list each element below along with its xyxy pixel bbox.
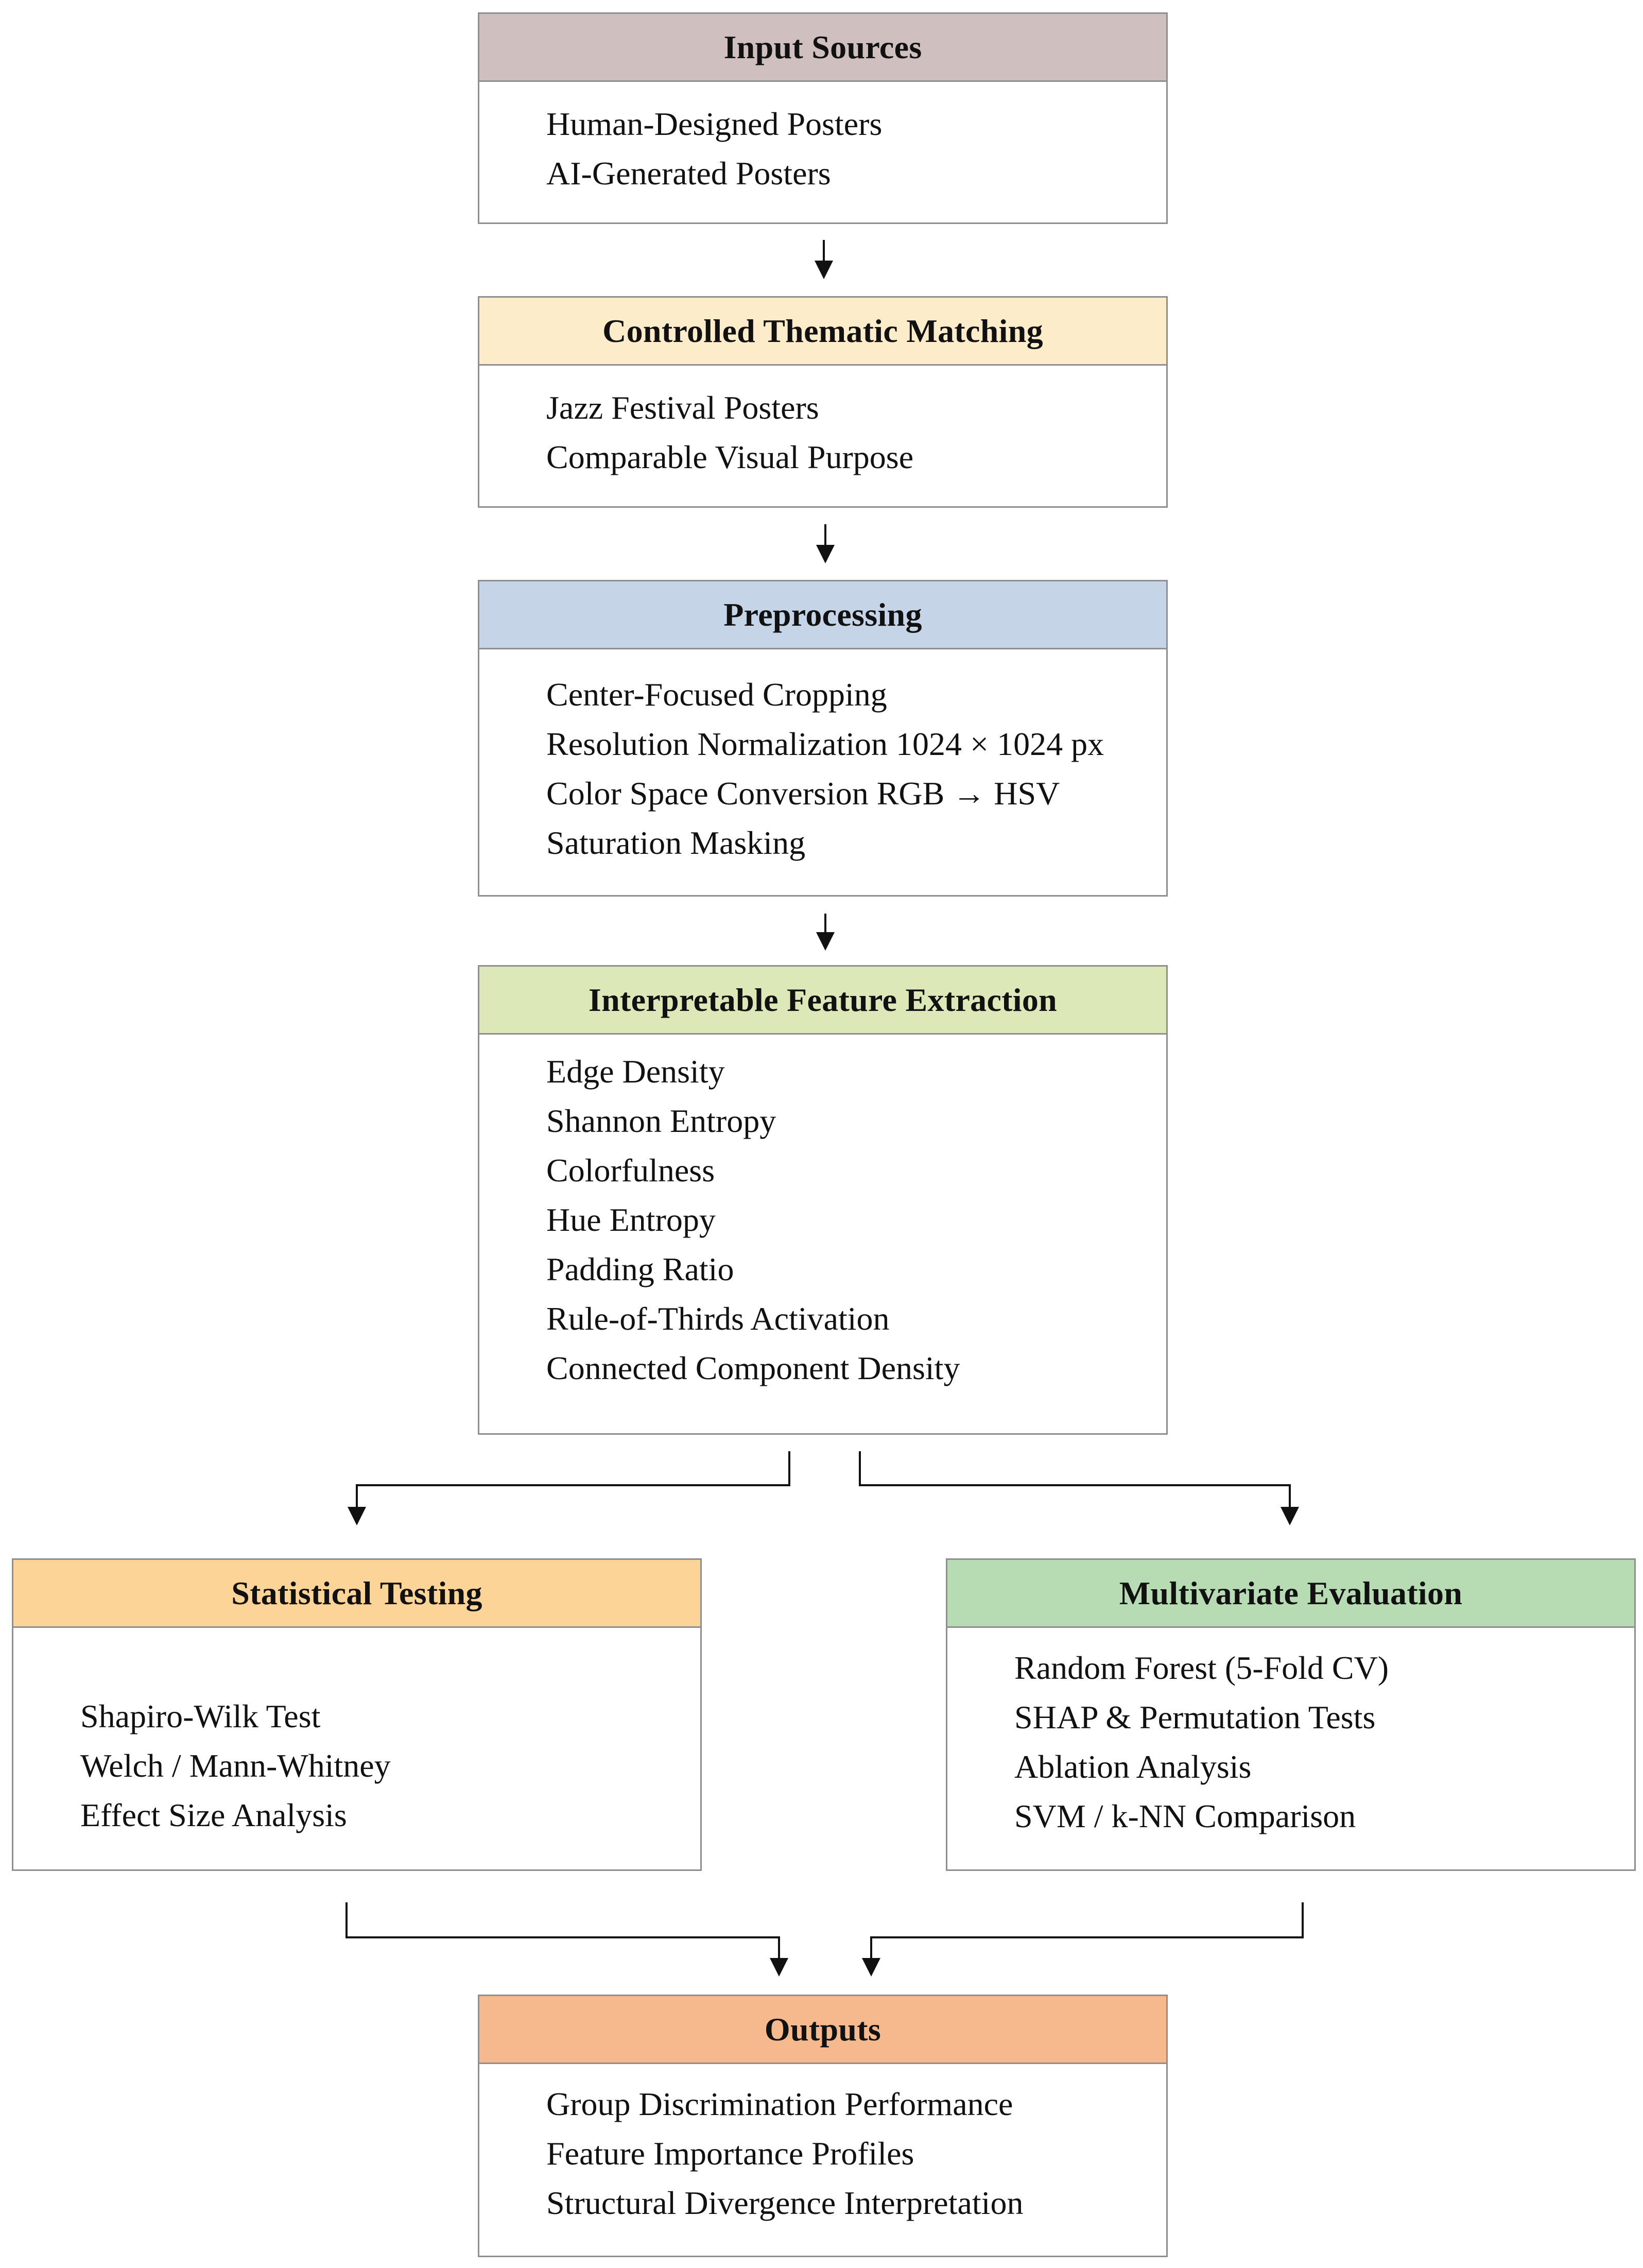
thematic-matching-title: Controlled Thematic Matching [602,312,1043,349]
list-item: Padding Ratio [546,1251,734,1287]
list-item: Connected Component Density [546,1350,960,1386]
list-item: SHAP & Permutation Tests [1014,1699,1376,1736]
list-item: Color Space Conversion RGB → HSV [546,775,1060,812]
list-item: Center-Focused Cropping [546,676,887,713]
list-item: Effect Size Analysis [80,1797,347,1833]
feature-extraction-header: Interpretable Feature Extraction [479,967,1166,1035]
preprocessing-body: Center-Focused Cropping Resolution Norma… [479,649,1166,895]
feature-extraction-body: Edge Density Shannon Entropy Colorfulnes… [479,1035,1166,1433]
list-item: SVM / k-NN Comparison [1014,1798,1356,1834]
list-item: Edge Density [546,1053,725,1090]
statistical-testing-body: Shapiro-Wilk Test Welch / Mann-Whitney E… [13,1628,700,1869]
arrow-features-to-multivariate [859,1451,1299,1525]
statistical-testing-header: Statistical Testing [13,1560,700,1628]
list-item: Colorfulness [546,1152,715,1189]
preprocessing-box: Preprocessing Center-Focused Cropping Re… [478,580,1168,897]
list-item: Human-Designed Posters [546,106,883,142]
list-item: Ablation Analysis [1014,1748,1252,1785]
list-item: Shapiro-Wilk Test [80,1698,321,1734]
outputs-title: Outputs [764,2011,881,2048]
input-sources-header: Input Sources [479,14,1166,82]
list-item: Random Forest (5-Fold CV) [1014,1650,1389,1686]
thematic-matching-header: Controlled Thematic Matching [479,298,1166,366]
thematic-matching-body: Jazz Festival Posters Comparable Visual … [479,366,1166,506]
thematic-matching-box: Controlled Thematic Matching Jazz Festiv… [478,296,1168,508]
preprocessing-title: Preprocessing [723,596,922,633]
input-sources-title: Input Sources [723,28,922,65]
list-item: AI-Generated Posters [546,155,831,192]
list-item: Welch / Mann-Whitney [80,1747,391,1784]
outputs-header: Outputs [479,1996,1166,2064]
list-item: Hue Entropy [546,1201,716,1238]
statistical-testing-box: Statistical Testing Shapiro-Wilk Test We… [12,1558,702,1871]
multivariate-evaluation-box: Multivariate Evaluation Random Forest (5… [946,1558,1636,1871]
feature-extraction-box: Interpretable Feature Extraction Edge De… [478,965,1168,1435]
arrow-features-to-statistical [348,1451,790,1525]
list-item: Comparable Visual Purpose [546,439,914,475]
arrow-thematic-to-preprocessing [816,524,835,563]
arrow-multivariate-to-outputs [862,1902,1304,1977]
input-sources-body: Human-Designed Posters AI-Generated Post… [479,82,1166,222]
list-item: Jazz Festival Posters [546,389,819,426]
input-sources-box: Input Sources Human-Designed Posters AI-… [478,12,1168,224]
multivariate-evaluation-title: Multivariate Evaluation [1119,1574,1463,1611]
feature-extraction-title: Interpretable Feature Extraction [588,981,1058,1018]
outputs-box: Outputs Group Discrimination Performance… [478,1995,1168,2257]
arrow-statistical-to-outputs [345,1902,788,1977]
list-item: Shannon Entropy [546,1103,776,1139]
list-item: Saturation Masking [546,824,806,861]
list-item: Feature Importance Profiles [546,2135,914,2172]
statistical-testing-title: Statistical Testing [231,1574,482,1611]
list-item: Group Discrimination Performance [546,2086,1013,2122]
multivariate-evaluation-header: Multivariate Evaluation [947,1560,1634,1628]
preprocessing-header: Preprocessing [479,581,1166,649]
outputs-body: Group Discrimination Performance Feature… [479,2064,1166,2256]
list-item: Structural Divergence Interpretation [546,2185,1024,2221]
list-item: Resolution Normalization 1024 × 1024 px [546,726,1104,762]
multivariate-evaluation-body: Random Forest (5-Fold CV) SHAP & Permuta… [947,1628,1634,1869]
arrow-preprocessing-to-features [816,914,835,951]
arrow-input-to-thematic [815,240,833,279]
list-item: Rule-of-Thirds Activation [546,1300,890,1337]
